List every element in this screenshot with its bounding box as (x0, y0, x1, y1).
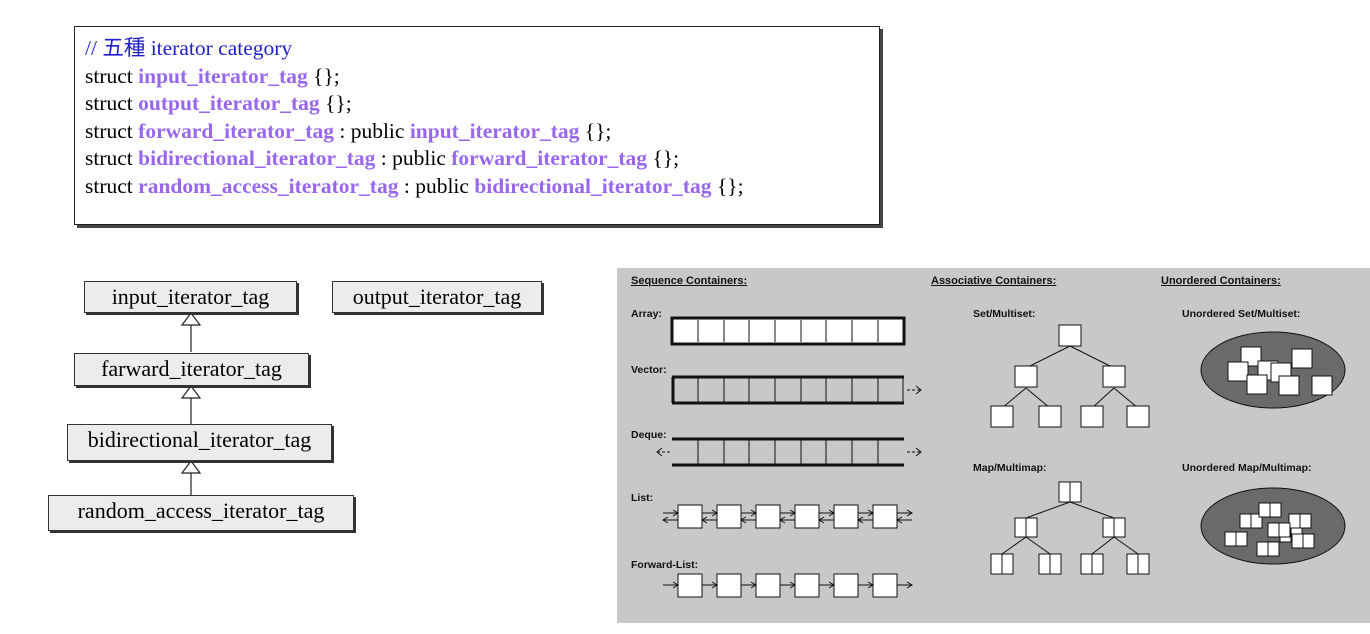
base-tag: input_iterator_tag (409, 118, 580, 143)
forward-list-diagram (663, 573, 913, 598)
code-rest: {}; (647, 146, 680, 170)
uml-input-iterator-tag: input_iterator_tag (84, 281, 297, 313)
code-mid: : public (398, 173, 475, 198)
inherit-arrowhead (180, 312, 202, 326)
uml-random-access-iterator-tag: random_access_iterator_tag (48, 495, 354, 531)
code-mid: : public (333, 118, 410, 143)
deque-label: Deque: (631, 429, 667, 441)
tag-name: forward_iterator_tag (138, 118, 334, 143)
vector-diagram (671, 375, 922, 405)
inherit-arrowhead (180, 460, 202, 474)
uml-forward-iterator-tag: farward_iterator_tag (74, 353, 309, 386)
code-line-output: struct output_iterator_tag {}; (85, 90, 879, 118)
unordered-map-label: Unordered Map/Multimap: (1182, 462, 1312, 474)
code-rest: {}; (711, 173, 744, 198)
array-diagram (670, 316, 906, 346)
uml-output-iterator-tag: output_iterator_tag (332, 281, 542, 313)
code-comment: // 五種 iterator category (85, 35, 879, 63)
unordered-heading: Unordered Containers: (1161, 275, 1281, 287)
tag-name: output_iterator_tag (138, 91, 320, 115)
uml-bidirectional-iterator-tag: bidirectional_iterator_tag (67, 424, 332, 461)
code-rest: {}; (579, 118, 612, 143)
map-label: Map/Multimap: (973, 462, 1047, 474)
keyword: struct (85, 91, 133, 115)
base-tag: forward_iterator_tag (451, 146, 648, 170)
keyword: struct (85, 63, 133, 88)
code-line-bidirectional: struct bidirectional_iterator_tag : publ… (85, 145, 879, 173)
array-label: Array: (631, 308, 662, 320)
comment-text: // 五種 iterator category (85, 36, 293, 60)
unordered-set-label: Unordered Set/Multiset: (1182, 308, 1301, 320)
set-tree (990, 324, 1150, 428)
containers-panel: Sequence Containers: Associative Contain… (617, 268, 1370, 623)
unordered-set-blob (1200, 331, 1346, 409)
code-mid: : public (375, 146, 452, 170)
code-line-forward: struct forward_iterator_tag : public inp… (85, 118, 879, 146)
base-tag: bidirectional_iterator_tag (474, 173, 712, 198)
forward-list-label: Forward-List: (631, 559, 699, 571)
keyword: struct (85, 118, 133, 143)
set-label: Set/Multiset: (973, 308, 1036, 320)
tag-name: bidirectional_iterator_tag (138, 146, 376, 170)
tag-name: random_access_iterator_tag (138, 173, 399, 198)
deque-diagram (656, 437, 922, 467)
code-rest: {}; (307, 63, 340, 88)
containers-drawing (656, 316, 1346, 598)
sequence-heading: Sequence Containers: (631, 275, 748, 287)
tag-name: input_iterator_tag (138, 63, 308, 88)
list-diagram (662, 504, 913, 529)
map-tree (990, 481, 1150, 575)
hierarchy-connectors (180, 312, 202, 495)
code-box: // 五種 iterator category struct input_ite… (74, 26, 880, 225)
unordered-map-blob (1200, 487, 1346, 565)
inherit-arrowhead (180, 385, 202, 399)
code-line-random: struct random_access_iterator_tag : publ… (85, 173, 879, 201)
vector-label: Vector: (631, 364, 667, 376)
code-line-input: struct input_iterator_tag {}; (85, 63, 879, 91)
code-rest: {}; (319, 91, 352, 115)
associative-heading: Associative Containers: (931, 275, 1057, 287)
keyword: struct (85, 146, 133, 170)
list-label: List: (631, 492, 654, 504)
keyword: struct (85, 173, 133, 198)
